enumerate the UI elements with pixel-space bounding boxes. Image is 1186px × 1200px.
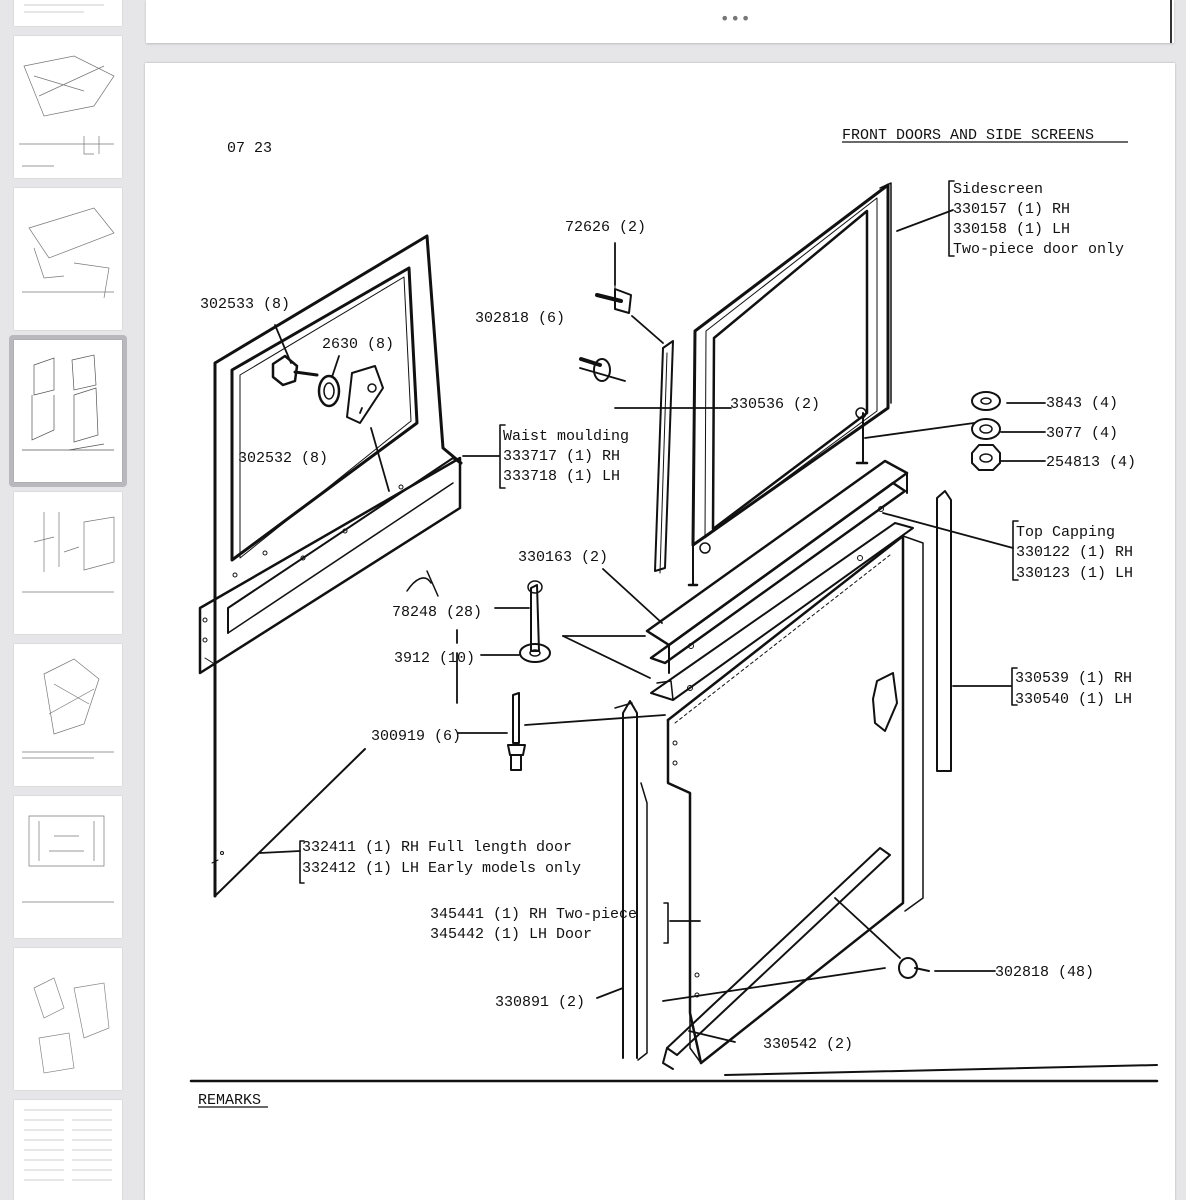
label-3077: 3077 (4)	[1046, 425, 1118, 442]
label-332411: 332411 (1) RH Full length door	[302, 839, 572, 856]
page-thumbnail-8[interactable]	[14, 948, 122, 1090]
label-254813: 254813 (4)	[1046, 454, 1136, 471]
label-330158: 330158 (1) LH	[953, 221, 1070, 238]
bottom-seal	[662, 847, 891, 1070]
label-330540: 330540 (1) LH	[1015, 691, 1132, 708]
rivet-302818-small	[579, 357, 611, 382]
label-two-piece-door-only: Two-piece door only	[953, 241, 1124, 258]
label-78248: 78248 (28)	[392, 604, 482, 621]
remarks-label: REMARKS	[198, 1092, 261, 1109]
label-300919: 300919 (6)	[371, 728, 461, 745]
sidescreen-frame	[687, 182, 892, 587]
page-thumbnail-9[interactable]	[14, 1100, 122, 1200]
previous-page-bottom: •••	[146, 0, 1174, 43]
page-title: FRONT DOORS AND SIDE SCREENS	[842, 127, 1094, 144]
rivet-78248	[519, 580, 551, 663]
label-330542: 330542 (2)	[763, 1036, 853, 1053]
label-330536: 330536 (2)	[730, 396, 820, 413]
page-thumbnail-5[interactable]	[14, 492, 122, 634]
page-thumbnail-6[interactable]	[14, 644, 122, 786]
more-options-icon[interactable]: •••	[720, 9, 752, 28]
page-thumbnail-sidebar	[0, 0, 136, 1200]
page-thumbnail-3[interactable]	[14, 188, 122, 330]
label-333718: 333718 (1) LH	[503, 468, 620, 485]
rivet-302818-large	[898, 957, 930, 979]
rivet-300919	[507, 692, 526, 771]
label-3912: 3912 (10)	[394, 650, 475, 667]
page-thumbnail-4-current[interactable]	[14, 340, 122, 482]
label-waist-moulding: Waist moulding	[503, 428, 629, 445]
page-edge-mark	[1170, 0, 1172, 43]
exploded-parts-diagram: 07 23 FRONT DOORS AND SIDE SCREENS	[189, 127, 1159, 1109]
page-thumbnail-1[interactable]	[14, 0, 122, 26]
window-fixing-hardware	[271, 354, 384, 424]
door-side-seals	[614, 490, 952, 1061]
label-332412: 332412 (1) LH Early models only	[302, 860, 581, 877]
section-code: 07 23	[227, 140, 272, 157]
label-302818-6: 302818 (6)	[475, 310, 565, 327]
sidescreen-channel	[654, 340, 674, 574]
label-330157: 330157 (1) RH	[953, 201, 1070, 218]
part-labels: Sidescreen 330157 (1) RH 330158 (1) LH T…	[200, 181, 1136, 1053]
page-thumbnail-7[interactable]	[14, 796, 122, 938]
nuts-and-washers	[971, 391, 1001, 471]
leader-lines	[259, 209, 1046, 1043]
two-piece-lower-door	[666, 534, 924, 1065]
screw-72626	[595, 284, 632, 314]
full-length-door	[198, 234, 463, 898]
top-capping	[645, 459, 914, 701]
label-72626: 72626 (2)	[565, 219, 646, 236]
label-sidescreen: Sidescreen	[953, 181, 1043, 198]
label-top-capping: Top Capping	[1016, 524, 1115, 541]
label-333717: 333717 (1) RH	[503, 448, 620, 465]
label-330891: 330891 (2)	[495, 994, 585, 1011]
page-thumbnail-2[interactable]	[14, 36, 122, 178]
callout-brackets	[299, 180, 1019, 944]
label-302532: 302532 (8)	[238, 450, 328, 467]
label-330122: 330122 (1) RH	[1016, 544, 1133, 561]
label-330123: 330123 (1) LH	[1016, 565, 1133, 582]
label-302818-48: 302818 (48)	[995, 964, 1094, 981]
label-302533: 302533 (8)	[200, 296, 290, 313]
document-page: 07 23 FRONT DOORS AND SIDE SCREENS	[145, 63, 1175, 1200]
label-3843: 3843 (4)	[1046, 395, 1118, 412]
label-2630: 2630 (8)	[322, 336, 394, 353]
label-330163: 330163 (2)	[518, 549, 608, 566]
label-345441: 345441 (1) RH Two-piece	[430, 906, 637, 923]
label-345442: 345442 (1) LH Door	[430, 926, 592, 943]
label-330539: 330539 (1) RH	[1015, 670, 1132, 687]
